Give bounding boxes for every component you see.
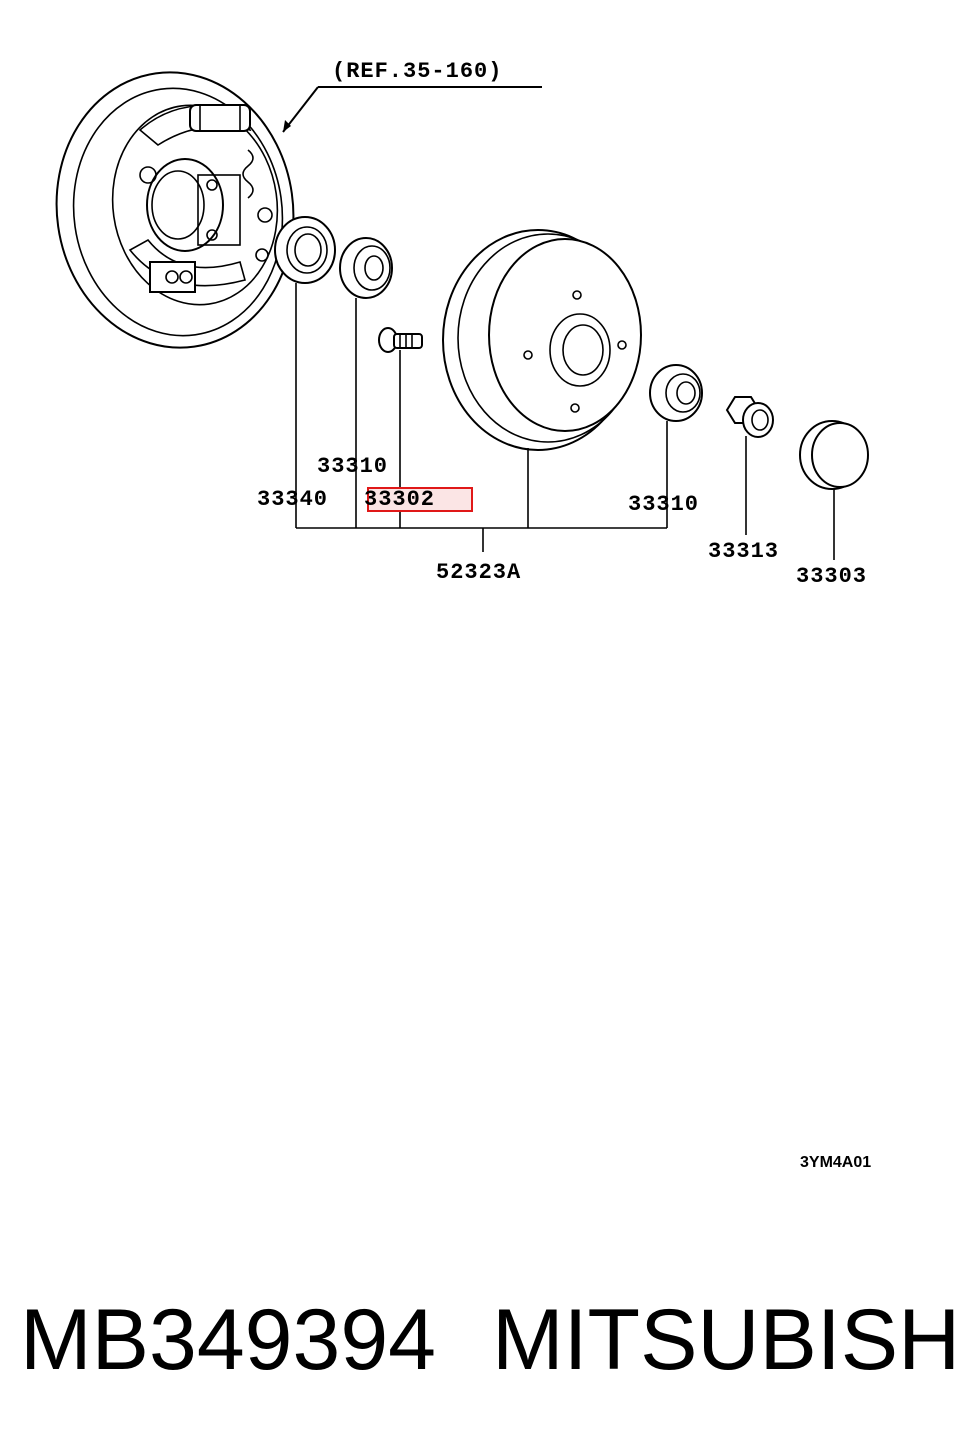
label-hub-bolt: 33302 (364, 487, 435, 512)
highlight-box (367, 487, 473, 512)
label-inner-bearing: 33310 (317, 454, 388, 479)
outer-bearing (649, 364, 703, 528)
brake-backing-plate (55, 71, 295, 349)
footer: MB349394 MITSUBISHI (0, 1285, 960, 1395)
drawing-code: 3YM4A01 (800, 1154, 871, 1171)
brand-name: MITSUBISHI (492, 1292, 960, 1388)
oil-seal (274, 216, 336, 528)
ref-label: (REF.35-160) (332, 59, 502, 84)
grease-cap (799, 420, 869, 560)
hub-nut (725, 396, 774, 535)
inner-bearing (339, 237, 393, 528)
label-hub-nut: 33313 (708, 539, 779, 564)
assembly-bracket (296, 527, 667, 552)
label-grease-cap: 33303 (796, 564, 867, 589)
brake-drum (442, 229, 642, 528)
label-outer-bearing: 33310 (628, 492, 699, 517)
label-drum-assembly: 52323A (436, 560, 521, 585)
ref-leader: (REF.35-160) (282, 59, 542, 133)
label-oil-seal: 33340 (257, 487, 328, 512)
part-number: MB349394 (20, 1292, 436, 1388)
